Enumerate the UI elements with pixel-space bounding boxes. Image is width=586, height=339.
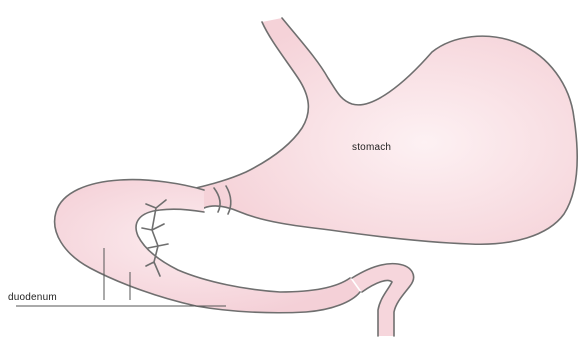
stomach [196,18,577,244]
duodenojejunal-limb [352,264,414,336]
duodenum-label: duodenum [8,292,57,303]
stomach-label: stomach [352,142,391,153]
stomach-body [196,18,577,244]
